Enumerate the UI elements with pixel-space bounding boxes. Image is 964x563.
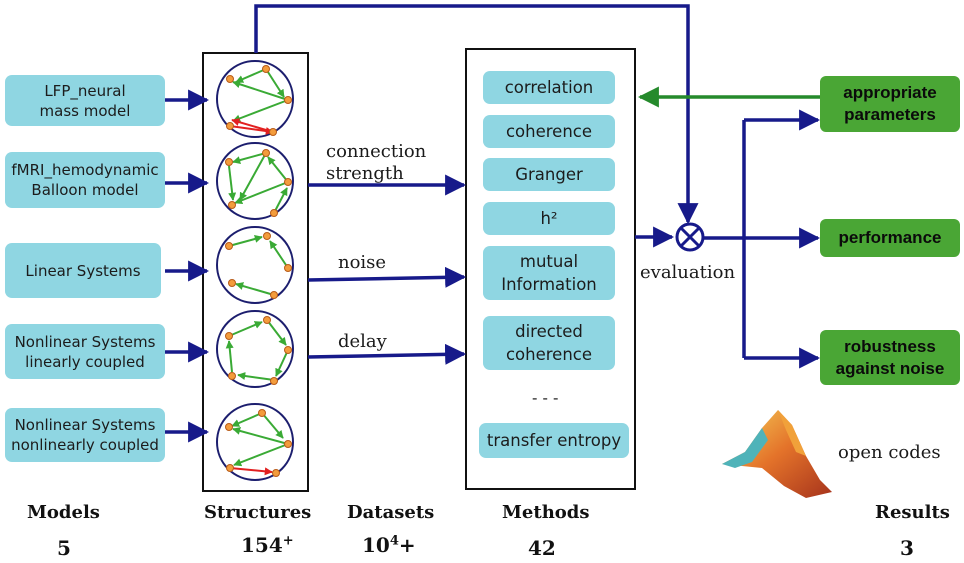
evaluation-label: evaluation: [640, 262, 736, 283]
count-models: 5: [57, 536, 71, 560]
results-arrows: [703, 109, 821, 369]
method-mutual-information: mutual Information: [483, 246, 615, 300]
method-correlation: correlation: [483, 71, 615, 104]
structures-to-evaluation-arrow: [254, 4, 699, 225]
count-methods: 42: [528, 536, 556, 560]
dataset-arrow-delay: [307, 343, 467, 365]
method-granger: Granger: [483, 158, 615, 191]
header-models: Models: [27, 502, 100, 523]
result-performance: performance: [820, 219, 960, 257]
methods-ellipsis: - - -: [532, 388, 559, 407]
header-methods: Methods: [502, 502, 590, 523]
matlab-logo-icon: [722, 410, 832, 498]
network-3: [216, 226, 294, 304]
count-datasets-suffix: +: [398, 533, 416, 557]
method-directed-coherence: directed coherence: [483, 316, 615, 370]
header-structures: Structures: [204, 502, 312, 523]
header-results: Results: [875, 502, 950, 523]
network-5: [216, 403, 294, 481]
network-4: [216, 310, 294, 388]
model-lfp-neural-mass: LFP_neural mass model: [5, 75, 165, 126]
network-2: [216, 142, 294, 220]
dataset-label-connection-strength: connection strength: [326, 141, 427, 184]
open-codes-label: open codes: [838, 442, 941, 463]
method-transfer-entropy: transfer entropy: [479, 423, 629, 458]
dataset-arrow-noise: [307, 266, 467, 288]
count-structures: 154+: [241, 533, 294, 557]
evaluation-symbol: [675, 222, 705, 252]
result-robustness-against-noise: robustness against noise: [820, 330, 960, 385]
result-appropriate-parameters: appropriate parameters: [820, 76, 960, 132]
model-linear-systems: Linear Systems: [5, 243, 161, 298]
header-datasets: Datasets: [347, 502, 435, 523]
model-fmri-balloon: fMRI_hemodynamic Balloon model: [5, 152, 165, 208]
network-1: [216, 60, 294, 138]
count-datasets-sup: 4: [389, 533, 399, 549]
method-coherence: coherence: [483, 115, 615, 148]
count-datasets-value: 10: [362, 533, 390, 557]
dataset-label-delay: delay: [338, 331, 387, 352]
dataset-label-noise: noise: [338, 252, 387, 273]
method-h2: h²: [483, 202, 615, 235]
model-arrows: [165, 89, 210, 443]
model-nonlinear-linearly-coupled: Nonlinear Systems linearly coupled: [5, 324, 165, 379]
model-nonlinear-nonlinearly-coupled: Nonlinear Systems nonlinearly coupled: [5, 408, 165, 462]
count-datasets: 104+: [362, 533, 416, 557]
count-structures-sup: +: [282, 533, 294, 549]
count-results: 3: [900, 536, 914, 560]
count-structures-value: 154: [241, 533, 283, 557]
dataset-arrows: [307, 174, 467, 365]
